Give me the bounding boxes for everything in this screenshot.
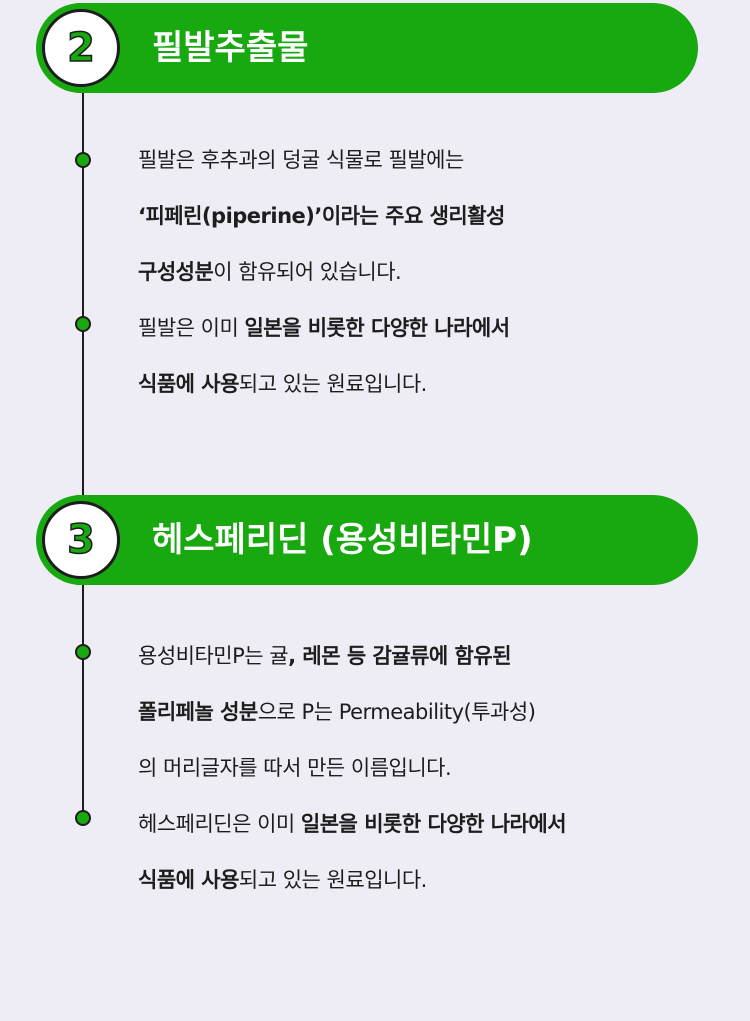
text-line: 필발은 이미 일본을 비롯한 다양한 나라에서 xyxy=(138,300,728,356)
section-number-badge: 3 xyxy=(36,495,126,585)
text: 필발은 후추과의 덩굴 식물로 필발에는 xyxy=(138,148,464,172)
bullet-dot xyxy=(75,810,91,826)
text-line: 필발은 후추과의 덩굴 식물로 필발에는 xyxy=(138,132,728,188)
text-line: 의 머리글자를 따서 만든 이름입니다. xyxy=(138,740,728,796)
text-line: 식품에 사용되고 있는 원료입니다. xyxy=(138,852,728,908)
text-line: ‘피페린(piperine)’이라는 주요 생리활성 xyxy=(138,188,728,244)
text-line: 폴리페놀 성분으로 P는 Permeability(투과성) xyxy=(138,684,728,740)
text-line: 용성비타민P는 귤, 레몬 등 감귤류에 함유된 xyxy=(138,628,728,684)
paragraph: 필발은 후추과의 덩굴 식물로 필발에는 ‘피페린(piperine)’이라는 주… xyxy=(138,132,728,300)
bold-text: 일본을 비롯한 다양한 나라에서 xyxy=(300,812,567,836)
bullet-dot xyxy=(75,644,91,660)
text: 되고 있는 원료입니다. xyxy=(238,868,427,892)
bold-text: 식품에 사용 xyxy=(138,372,239,396)
section-number: 2 xyxy=(42,9,120,87)
bold-text: 일본을 비롯한 다양한 나라에서 xyxy=(244,316,510,340)
section-number-badge: 2 xyxy=(36,3,126,93)
bullet-dot xyxy=(75,316,91,332)
section-title: 필발추출물 xyxy=(152,28,309,68)
bold-text: 식품에 사용 xyxy=(138,868,239,892)
section-number: 3 xyxy=(42,501,120,579)
section-title: 헤스페리딘 (용성비타민P) xyxy=(152,520,533,560)
header-bar xyxy=(76,3,698,93)
section-header-piper-extract: 2 필발추출물 xyxy=(36,3,698,93)
bullet-dot xyxy=(75,152,91,168)
bold-text: 폴리페놀 성분 xyxy=(138,700,258,724)
header-bar xyxy=(76,495,698,585)
bold-text: , 레몬 등 감귤류에 함유된 xyxy=(288,644,512,668)
bold-text: ‘피페린(piperine)’이라는 주요 생리활성 xyxy=(138,204,505,228)
text-line: 헤스페리딘은 이미 일본을 비롯한 다양한 나라에서 xyxy=(138,796,728,852)
text: 되고 있는 원료입니다. xyxy=(238,372,427,396)
text: 용성비타민P는 귤 xyxy=(138,644,289,668)
bold-text: 구성성분 xyxy=(138,260,214,284)
timeline-line-lower xyxy=(82,580,84,820)
text: 이 함유되어 있습니다. xyxy=(213,260,402,284)
section-header-hesperidin: 3 헤스페리딘 (용성비타민P) xyxy=(36,495,698,585)
text-line: 식품에 사용되고 있는 원료입니다. xyxy=(138,356,728,412)
timeline-line-upper xyxy=(82,80,84,500)
text: 헤스페리딘은 이미 xyxy=(138,812,301,836)
text-line: 구성성분이 함유되어 있습니다. xyxy=(138,244,728,300)
text: 으로 P는 Permeability(투과성) xyxy=(257,700,536,724)
text: 필발은 이미 xyxy=(138,316,245,340)
text: 의 머리글자를 따서 만든 이름입니다. xyxy=(138,756,452,780)
